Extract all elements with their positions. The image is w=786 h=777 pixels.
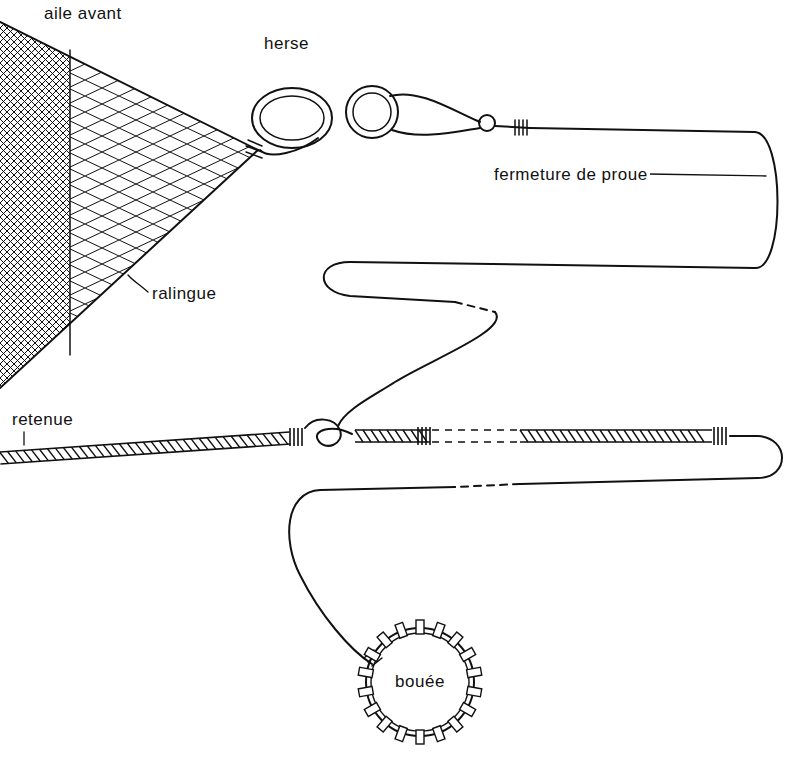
part-label: fermeture de proue xyxy=(492,165,650,185)
net-mesh xyxy=(0,0,260,400)
retenue-rope xyxy=(0,427,730,464)
buoy-label: bouée xyxy=(393,672,447,692)
knot xyxy=(305,420,352,446)
mesh-edge xyxy=(69,50,71,355)
buoy-line xyxy=(455,484,520,487)
ralingue-line xyxy=(0,150,258,388)
herse-shackle xyxy=(260,96,324,140)
leader-line xyxy=(128,275,148,292)
wire xyxy=(495,126,530,128)
part-label: ralingue xyxy=(150,284,219,304)
bridle-line xyxy=(324,128,778,302)
headrope xyxy=(0,22,258,150)
part-label: herse xyxy=(262,34,311,54)
leader-line xyxy=(23,432,24,445)
herse-eye xyxy=(260,138,318,154)
wing-label: aile avant xyxy=(42,4,124,24)
leader-line xyxy=(648,174,766,176)
buoy: bouée xyxy=(354,616,486,748)
buoy-line xyxy=(520,436,782,484)
bridle-line xyxy=(338,312,497,426)
binding xyxy=(246,140,262,158)
ring xyxy=(353,93,391,131)
herse-shackle xyxy=(252,88,332,148)
buoy-line xyxy=(289,487,455,664)
binding xyxy=(515,120,527,135)
bridle-line xyxy=(455,302,495,312)
eye-splice xyxy=(390,94,480,134)
ring xyxy=(346,86,398,138)
part-label: retenue xyxy=(10,410,75,430)
small-ring xyxy=(479,115,495,131)
